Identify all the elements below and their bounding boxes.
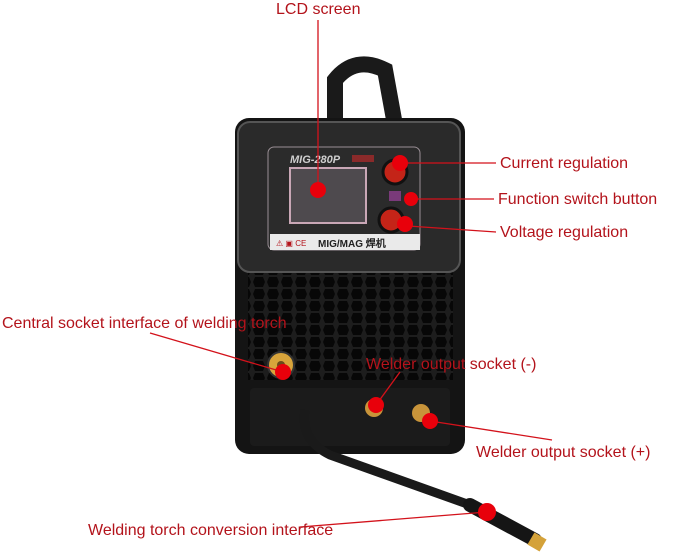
label-torch-conversion: Welding torch conversion interface [88,522,334,539]
lcd-screen [289,167,367,224]
torch-cable [299,409,472,510]
model-text: MIG-280P [290,154,341,166]
marker-current [392,155,408,171]
label-output-pos: Welder output socket (+) [476,444,651,461]
marker-torch-conversion [478,503,496,521]
function-button[interactable] [389,191,401,201]
label-voltage-regulation: Voltage regulation [500,224,629,241]
label-current-regulation: Current regulation [500,155,629,172]
svg-text:⚠ ▣ CE: ⚠ ▣ CE [276,239,306,248]
marker-function [404,192,418,206]
markers [275,155,496,521]
handle [327,56,403,127]
panel-text: MIG/MAG 焊机 [318,237,386,250]
lower-panel [250,388,450,446]
marker-voltage [397,216,413,232]
leader-lines [149,20,553,528]
marker-lcd [310,182,326,198]
marker-output-pos [422,413,438,429]
label-central-socket: Central socket interface of welding torc… [2,315,287,332]
label-lcd-screen: LCD screen [276,1,361,18]
label-output-neg: Welder output socket (-) [366,356,537,373]
marker-output-neg [368,397,384,413]
label-function-switch: Function switch button [498,191,658,208]
marker-central-socket [275,364,291,380]
